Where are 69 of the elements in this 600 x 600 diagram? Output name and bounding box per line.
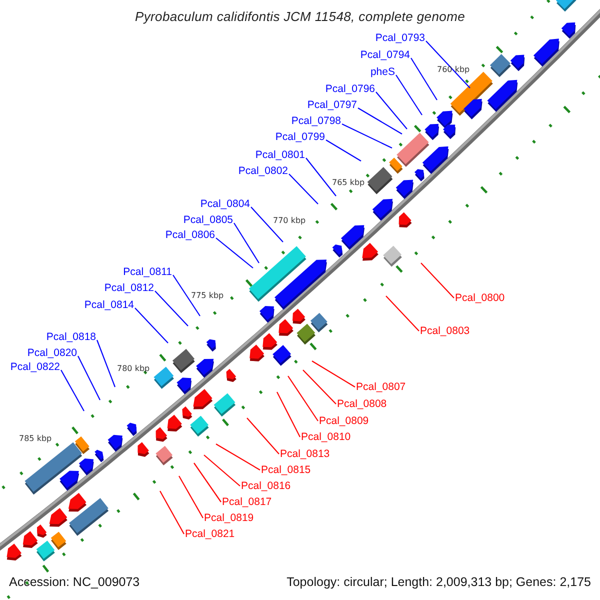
genome-summary-label: Topology: circular; Length: 2,009,313 bp; Genes: 2,175 (286, 575, 591, 589)
leader-line (78, 356, 100, 400)
leader-line (358, 108, 402, 134)
gene-label: Pcal_0806 (165, 229, 215, 241)
gene-label: Pcal_0793 (375, 32, 425, 44)
gene-label: Pcal_0821 (185, 528, 235, 540)
leader-line (326, 140, 362, 162)
leader-line (410, 58, 438, 100)
leader-line (234, 222, 260, 264)
leader-line (312, 360, 356, 388)
title: Pyrobaculum calidifontis JCM 11548, complete genome (134, 9, 466, 24)
scale-label: 770 kbp (273, 216, 306, 226)
leader-line (306, 158, 336, 196)
leader-line (96, 340, 116, 388)
gene-label: Pcal_0801 (255, 149, 305, 161)
leader-line (250, 206, 284, 242)
gene-label: Pcal_0805 (183, 214, 233, 226)
leader-line (216, 444, 260, 470)
gene-label: Pcal_0804 (200, 198, 250, 210)
leader-line (288, 376, 318, 422)
gene-label: Pcal_0802 (238, 165, 288, 177)
gene-label: Pcal_0813 (280, 448, 330, 460)
leader-line (302, 370, 336, 404)
gene-label: Pcal_0809 (319, 415, 369, 427)
gene-label: Pcal_0807 (356, 381, 406, 393)
gene-label: Pcal_0818 (46, 331, 96, 343)
leader-line (420, 262, 454, 298)
leader-line (376, 92, 408, 130)
scale-label: 760 kbp (437, 65, 470, 75)
leader-line (194, 462, 222, 502)
gene-label: Pcal_0798 (291, 115, 341, 127)
gene-label: Pcal_0803 (420, 325, 470, 337)
leader-line (246, 418, 280, 454)
gene-label: Pcal_0799 (275, 131, 325, 143)
leader-line (154, 290, 188, 326)
gene-label: Pcal_0810 (301, 431, 351, 443)
gene-label: Pcal_0816 (241, 480, 291, 492)
leader-line (386, 296, 420, 332)
gene-label: Pcal_0820 (27, 347, 77, 359)
leader-line (342, 124, 392, 148)
leader-line (160, 490, 184, 534)
gene-label: Pcal_0814 (84, 299, 134, 311)
scale-label: 765 kbp (332, 178, 365, 188)
leader-line (396, 74, 422, 116)
gene-label: Pcal_0794 (360, 49, 410, 61)
leader-line (204, 454, 240, 486)
gene-label: Pcal_0817 (222, 496, 272, 508)
gene-label: Pcal_0796 (325, 83, 375, 95)
gene-label: Pcal_0797 (307, 99, 357, 111)
leader-line (60, 370, 84, 412)
accession-label: Accession: NC_009073 (9, 575, 140, 589)
scale-label: 785 kbp (19, 434, 52, 444)
gene-label: Pcal_0800 (455, 292, 505, 304)
gene-label: pheS (370, 66, 395, 78)
gene-label: Pcal_0819 (204, 512, 254, 524)
gene-label: Pcal_0811 (123, 266, 172, 278)
scale-label: 780 kbp (117, 364, 150, 374)
leader-line (276, 392, 300, 438)
scale-label: 775 kbp (191, 291, 224, 301)
leader-line (216, 238, 254, 268)
gene-label: Pcal_0812 (104, 282, 154, 294)
leader-line (426, 40, 470, 88)
gene-label: Pcal_0815 (261, 464, 311, 476)
leader-line (172, 274, 200, 316)
gene-label: Pcal_0822 (10, 361, 60, 373)
leader-line (134, 308, 168, 344)
leader-line (178, 476, 204, 518)
leader-line (288, 174, 318, 204)
gene-label: Pcal_0808 (337, 398, 387, 410)
